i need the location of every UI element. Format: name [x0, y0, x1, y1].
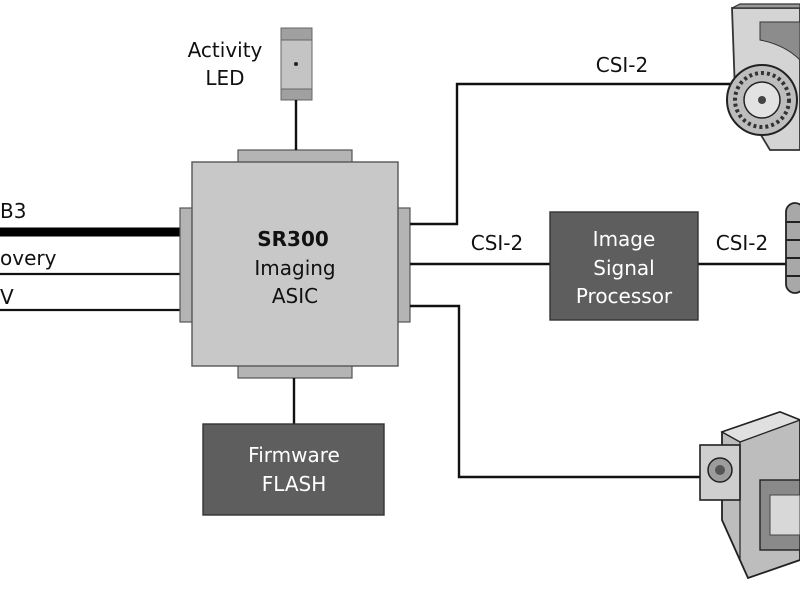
camera-top-lens-gear [733, 71, 791, 129]
activity-led-line2: LED [205, 66, 244, 90]
activity-led-line1: Activity [188, 38, 263, 62]
asic-line3: ASIC [272, 284, 318, 308]
csi2-right-label: CSI-2 [716, 231, 769, 255]
camera-module-bottom [699, 411, 800, 580]
module-bottom-lens-inner [715, 465, 725, 475]
isp-box [549, 211, 699, 321]
recovery-label: overy [0, 246, 57, 270]
led-cap-top [280, 27, 313, 41]
sensor-middle-body [785, 202, 800, 294]
led-cap-bottom [280, 88, 313, 101]
image-signal-processor: Image Signal Processor [549, 211, 699, 321]
isp-line2: Signal [593, 256, 654, 280]
flash-line1: Firmware [248, 443, 340, 467]
usb3-label: B3 [0, 199, 26, 223]
module-bottom-edge-2 [721, 519, 749, 579]
sr300-asic: SR300 Imaging ASIC [179, 149, 411, 379]
module-bottom-top-face [720, 411, 800, 443]
right-wiring: CSI-2 CSI-2 CSI-2 [410, 53, 800, 479]
led-dot [294, 62, 298, 66]
isp-line1: Image [593, 227, 656, 251]
camera-top-lens-center [758, 96, 766, 104]
csi2-top-label: CSI-2 [596, 53, 649, 77]
isp-line3: Processor [576, 284, 673, 308]
flash-line2: FLASH [262, 472, 327, 496]
camera-module-top [726, 3, 800, 151]
power-label: V [0, 285, 14, 309]
csi2-middle-label: CSI-2 [471, 231, 524, 255]
sensor-module-middle [785, 202, 800, 294]
asic-title: SR300 [257, 227, 329, 251]
csi2-top-wire [410, 82, 735, 226]
firmware-flash: Firmware FLASH [202, 378, 385, 516]
flash-box [202, 423, 385, 516]
bottom-wire [410, 304, 707, 479]
module-bottom-grid [769, 494, 800, 536]
asic-body [191, 161, 399, 367]
asic-line2: Imaging [254, 256, 335, 280]
camera-top-plate-edge [731, 3, 800, 9]
activity-led: Activity LED [188, 27, 313, 150]
left-signals: B3 overy V [0, 199, 180, 312]
